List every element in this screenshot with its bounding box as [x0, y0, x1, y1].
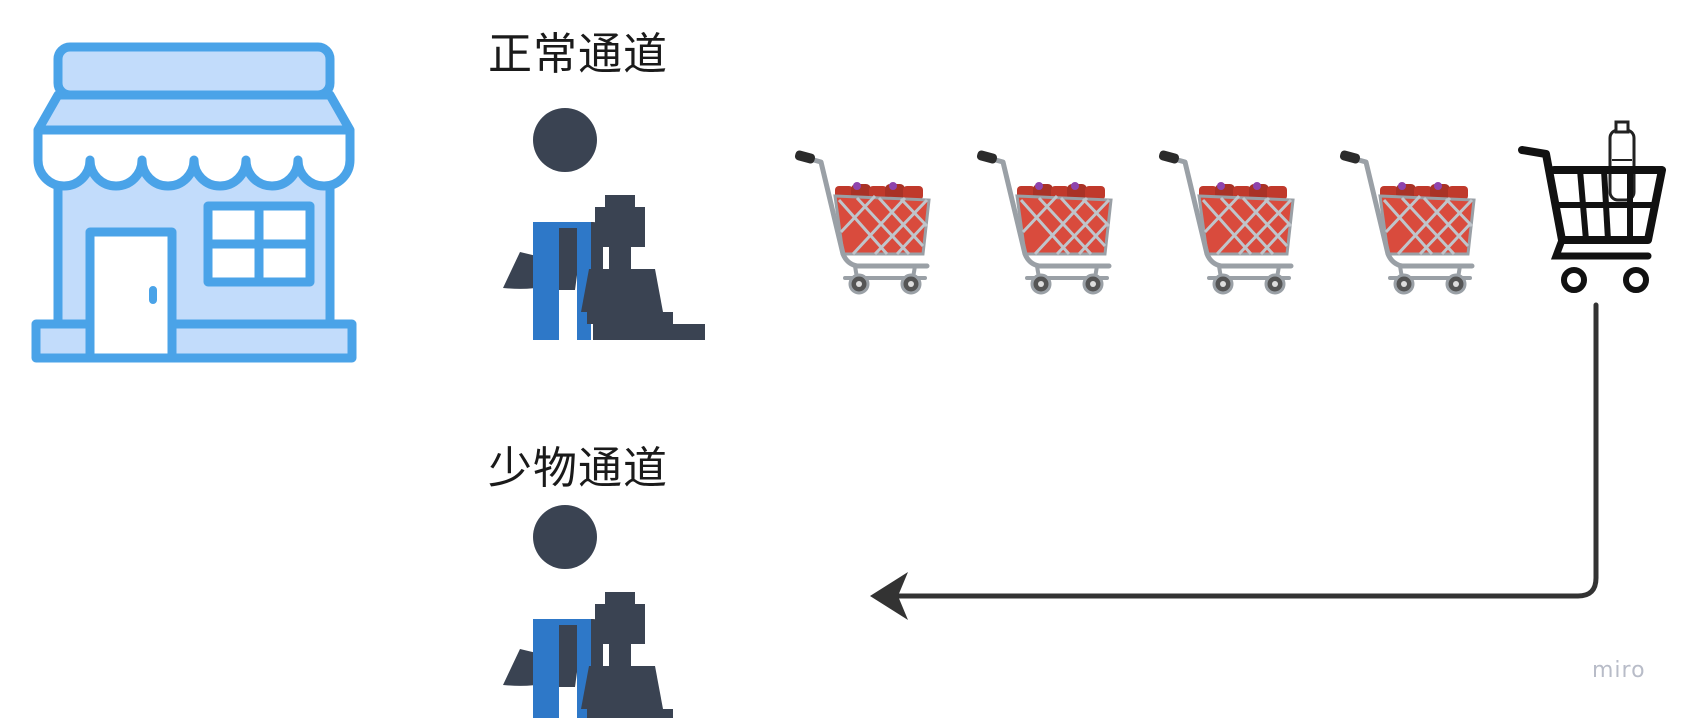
- normal-lane-label: 正常通道: [488, 29, 668, 80]
- full-shopping-cart-icon: [976, 150, 1111, 293]
- miro-watermark: miro: [1592, 658, 1646, 683]
- small-lane-label: 少物通道: [488, 443, 668, 494]
- full-shopping-cart-icon: [1339, 150, 1474, 293]
- full-shopping-cart-icon: [1158, 150, 1293, 293]
- cashier-icon-small-lane: [503, 505, 705, 718]
- store-icon: [31, 42, 357, 363]
- full-shopping-cart-icon: [794, 150, 929, 293]
- cashier-icon-normal-lane: [503, 108, 705, 340]
- redirect-arrow: [870, 302, 1599, 620]
- shopping-cart-with-bottle-icon: [1518, 120, 1666, 293]
